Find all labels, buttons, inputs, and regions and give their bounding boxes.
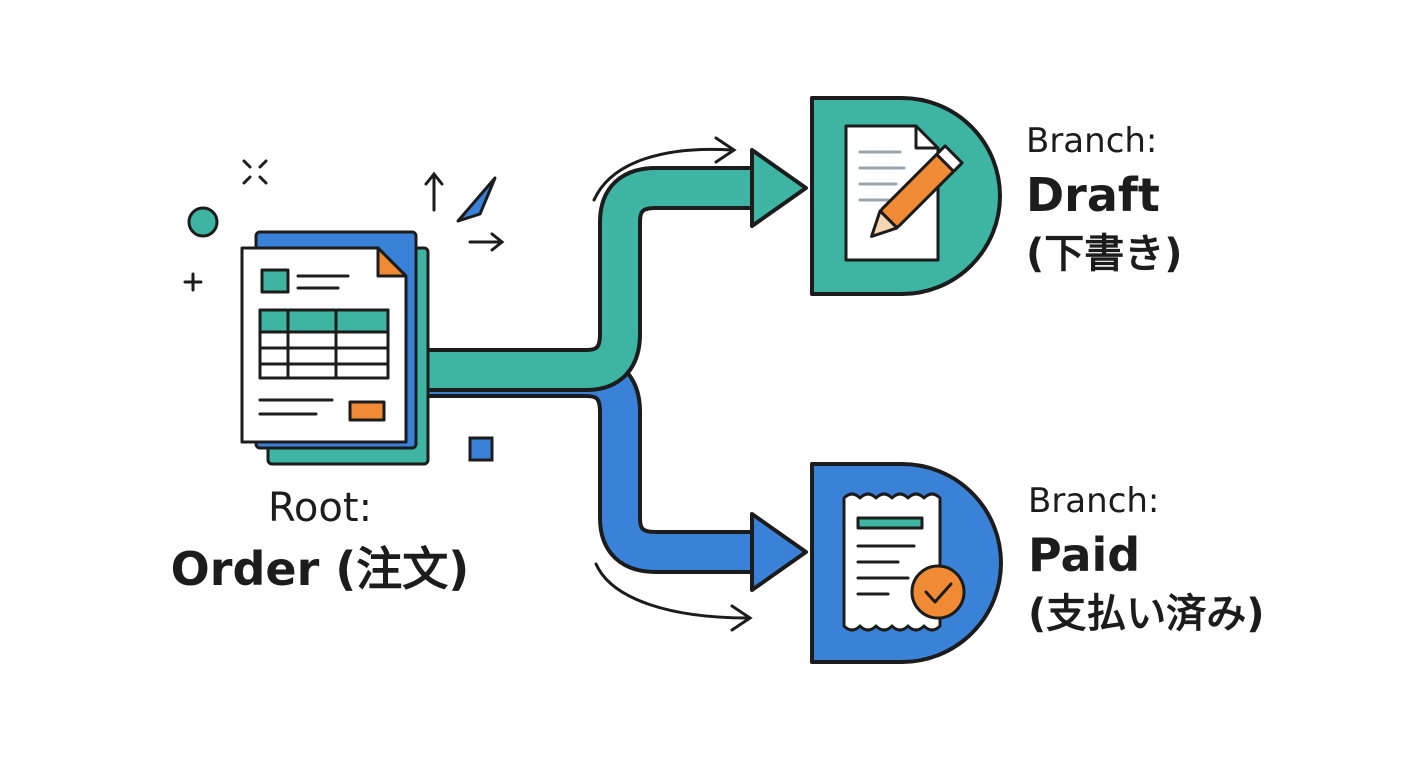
order-document-icon bbox=[240, 230, 430, 466]
upper-motion-arrowhead-icon bbox=[714, 136, 737, 164]
paid-branch-name: Paid bbox=[1028, 528, 1141, 582]
lower-motion-arc bbox=[594, 562, 750, 620]
plus-sparkle-icon bbox=[183, 272, 203, 292]
receipt-check-icon bbox=[842, 492, 966, 632]
upper-motion-arc bbox=[592, 147, 734, 202]
draft-arrowhead-icon bbox=[750, 148, 808, 228]
lower-motion-arrowhead-icon bbox=[730, 604, 753, 632]
paid-arrowhead-icon bbox=[750, 512, 808, 592]
draft-branch-title: Branch: bbox=[1026, 121, 1158, 161]
draft-branch-name: Draft bbox=[1026, 168, 1160, 222]
motion-arcs bbox=[592, 136, 753, 632]
square-sparkle-icon bbox=[468, 436, 494, 462]
root-label-name: Order (注文) bbox=[170, 542, 470, 596]
root-label: Root: Order (注文) bbox=[130, 488, 510, 592]
paid-branch-japanese: (支払い済み) bbox=[1028, 591, 1265, 637]
circle-sparkle-icon bbox=[187, 206, 219, 238]
x-sparkle-icon bbox=[242, 159, 268, 185]
root-label-title: Root: bbox=[267, 485, 373, 531]
paid-branch-label: Branch: Paid (支払い済み) bbox=[1028, 484, 1265, 634]
draft-branch-arrow bbox=[420, 148, 808, 392]
pencil-document-icon bbox=[844, 124, 964, 262]
up-arrow-sparkle-icon bbox=[424, 171, 444, 212]
draft-branch-japanese: (下書き) bbox=[1026, 231, 1183, 277]
right-arrow-sparkle-icon bbox=[468, 232, 505, 252]
paid-branch-title: Branch: bbox=[1028, 481, 1160, 521]
paid-node bbox=[810, 462, 1003, 664]
sparkle-decorations bbox=[183, 159, 505, 462]
triangle-sparkle-icon bbox=[456, 176, 497, 223]
draft-node bbox=[810, 96, 1002, 296]
draft-branch-label: Branch: Draft (下書き) bbox=[1026, 124, 1183, 274]
